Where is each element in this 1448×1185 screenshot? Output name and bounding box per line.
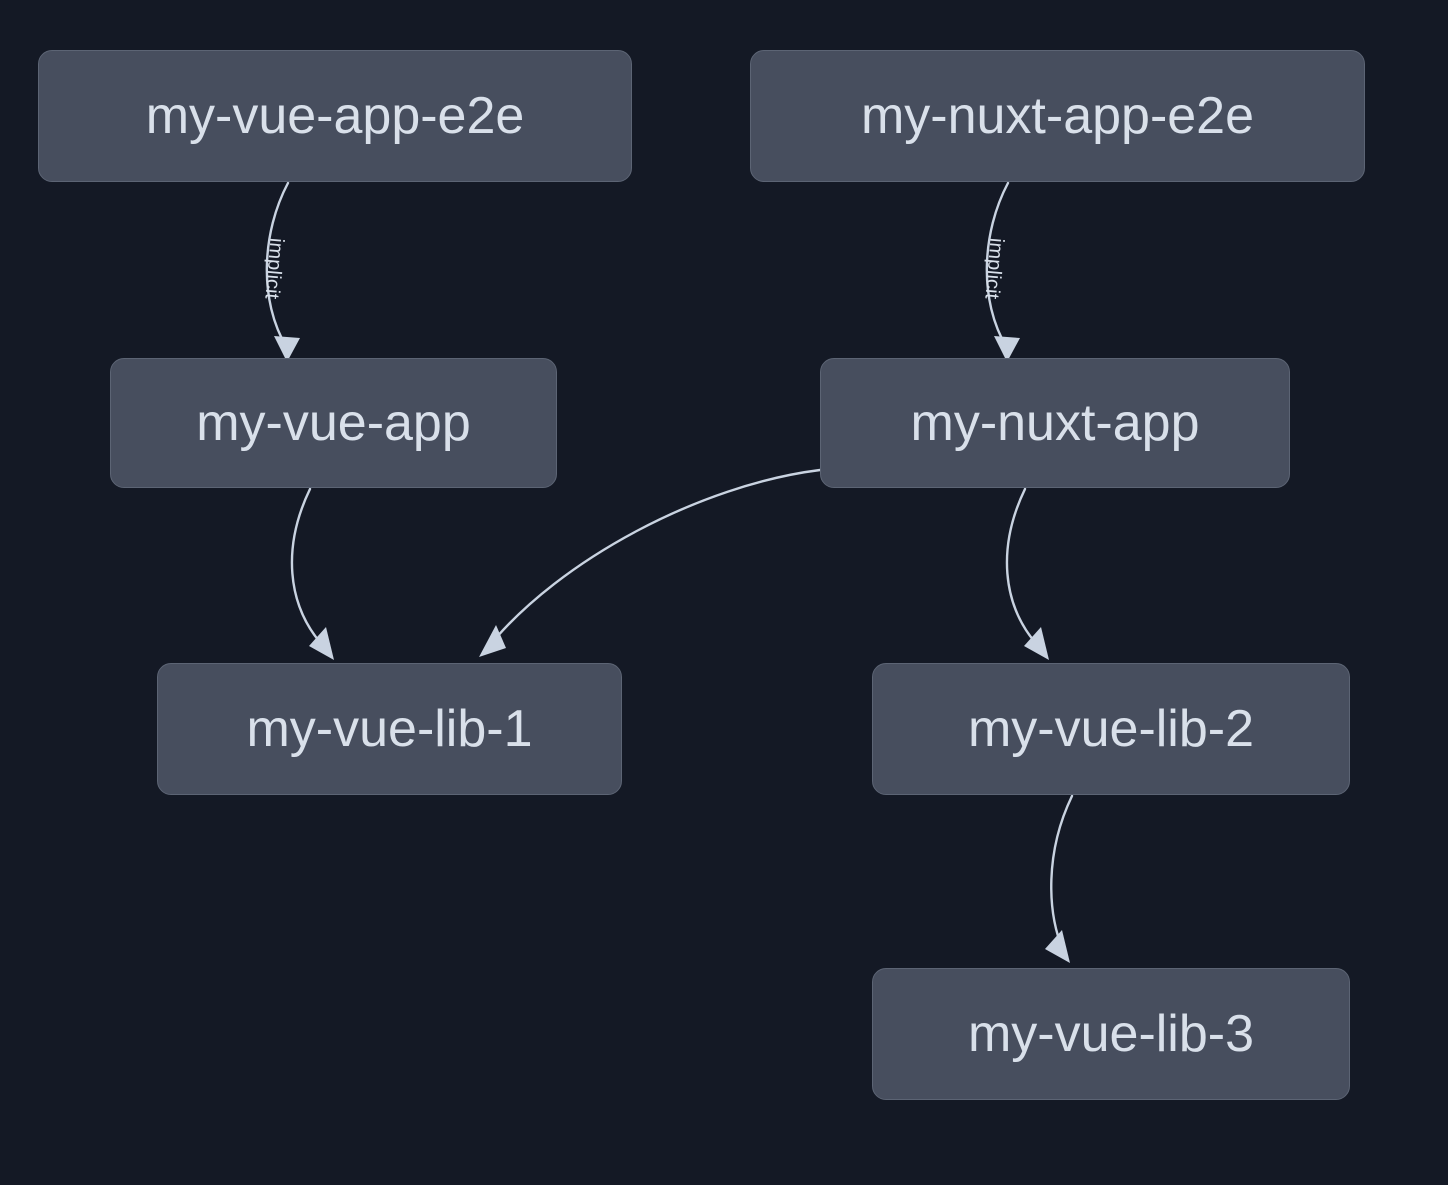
graph-node-my-vue-lib-2[interactable]: my-vue-lib-2 xyxy=(872,663,1350,795)
graph-edge[interactable] xyxy=(1005,487,1049,660)
graph-node-my-nuxt-app-e2e[interactable]: my-nuxt-app-e2e xyxy=(750,50,1365,182)
graph-node-my-vue-app[interactable]: my-vue-app xyxy=(110,358,557,488)
graph-node-label: my-vue-app xyxy=(196,394,471,452)
edge-arrowhead-icon xyxy=(1045,930,1070,963)
graph-node-label: my-vue-app-e2e xyxy=(145,87,525,145)
edge-label: implicit xyxy=(260,237,287,300)
edge-line xyxy=(290,487,327,650)
graph-node-label: my-vue-lib-2 xyxy=(967,700,1255,758)
graph-node-label: my-vue-lib-1 xyxy=(246,700,533,758)
graph-edge[interactable]: implicit xyxy=(260,181,300,362)
edge-line xyxy=(985,181,1010,350)
graph-node-my-vue-lib-1[interactable]: my-vue-lib-1 xyxy=(157,663,622,795)
graph-edge[interactable]: implicit xyxy=(980,181,1020,362)
edge-arrowhead-icon xyxy=(1024,627,1049,660)
edge-arrowhead-icon xyxy=(479,625,506,657)
edge-line xyxy=(1050,794,1074,952)
graph-edge[interactable] xyxy=(290,487,334,660)
edge-line xyxy=(265,181,290,350)
graph-node-my-vue-lib-3[interactable]: my-vue-lib-3 xyxy=(872,968,1350,1100)
graph-node-label: my-vue-lib-3 xyxy=(967,1005,1255,1063)
edge-arrowhead-icon xyxy=(309,627,334,660)
edge-label: implicit xyxy=(980,237,1007,300)
edge-line xyxy=(488,468,822,647)
edge-line xyxy=(1005,487,1042,650)
graph-node-my-vue-app-e2e[interactable]: my-vue-app-e2e xyxy=(38,50,632,182)
graph-node-label: my-nuxt-app-e2e xyxy=(860,87,1255,145)
graph-node-label: my-nuxt-app xyxy=(910,394,1200,452)
graph-edge[interactable] xyxy=(1045,794,1074,963)
graph-node-my-nuxt-app[interactable]: my-nuxt-app xyxy=(820,358,1290,488)
graph-edge[interactable] xyxy=(479,468,822,657)
